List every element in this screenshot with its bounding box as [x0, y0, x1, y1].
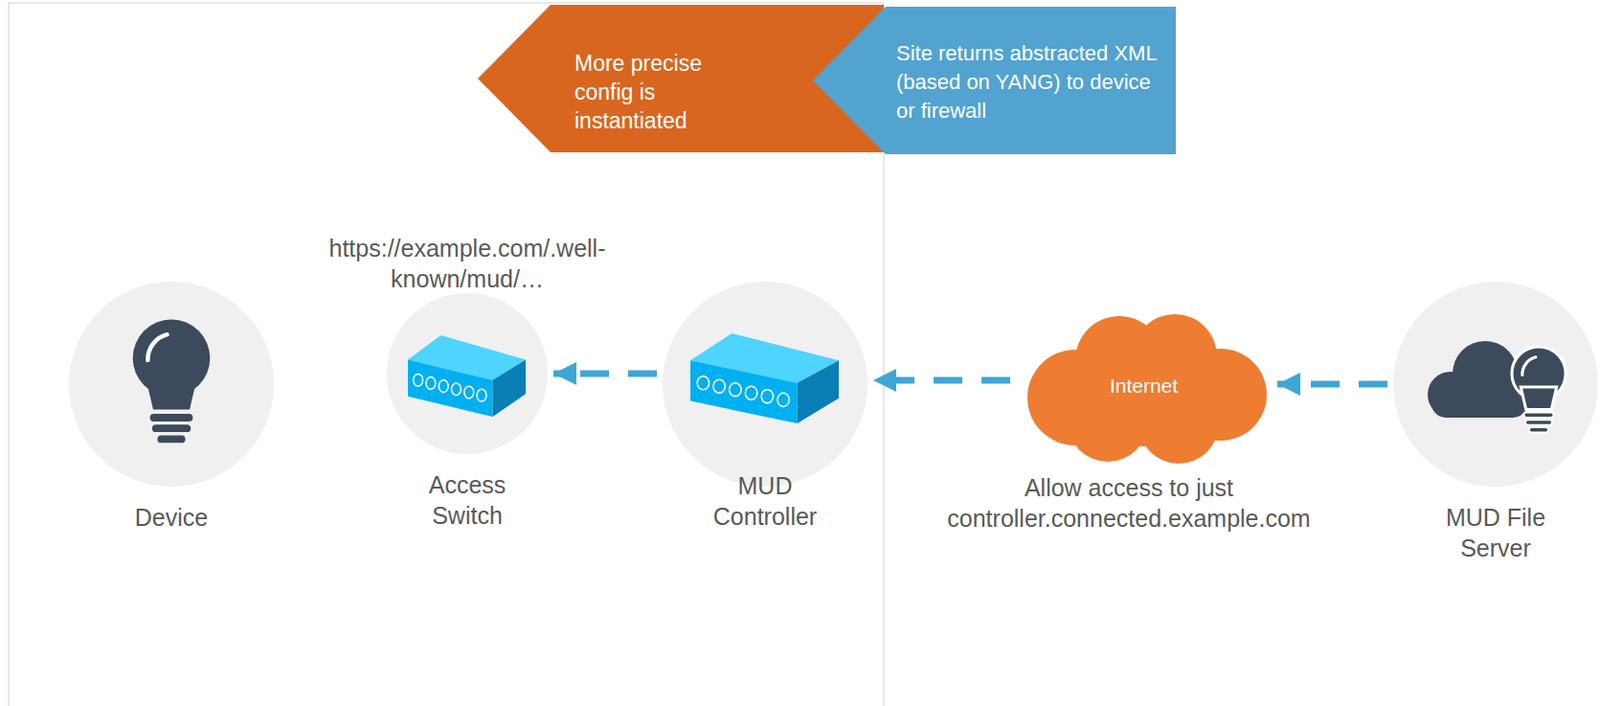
icon [690, 333, 839, 424]
icon [407, 335, 526, 417]
bulb-highlight [147, 334, 167, 361]
bulb-base-band [150, 413, 194, 422]
component-label: Access Switch [413, 469, 521, 531]
network-cloud: Internet [1015, 306, 1272, 465]
component-circle: MUD Controller [662, 281, 868, 532]
switch-port [744, 385, 757, 400]
server-cloud-base [1431, 388, 1528, 418]
switch-port [761, 389, 773, 404]
switch-port [713, 379, 725, 393]
switch-port [438, 380, 449, 393]
switch-port [777, 392, 789, 406]
circle-ground [386, 292, 548, 454]
bulb-base-band [1529, 427, 1549, 432]
switch-port [413, 373, 424, 386]
component-label: Device [75, 501, 268, 533]
circle-ground [1393, 281, 1599, 487]
bulb-neck [1520, 386, 1556, 409]
dashed-arrow [873, 377, 1011, 384]
bulb-highlight [1522, 357, 1536, 376]
cloud-label: Internet [1109, 373, 1178, 399]
dashed-arrow [553, 370, 657, 378]
icon [1427, 340, 1566, 433]
node-shape [386, 292, 548, 454]
banner-shape [812, 6, 1176, 155]
node-shape [1393, 281, 1599, 487]
component-label: MUD Controller [693, 470, 837, 532]
component-circle: MUD File Server [1393, 281, 1599, 564]
switch-front [407, 360, 494, 418]
component-circle: Access Switch [386, 292, 548, 531]
bulb-neck [145, 377, 198, 410]
bulb-neck-fill [145, 368, 198, 382]
switch-port [451, 383, 462, 396]
icon [133, 319, 211, 444]
circle-ground [662, 281, 868, 487]
bulb-base-band [1523, 412, 1554, 418]
note-label: Allow access to just controller.connecte… [903, 472, 1354, 534]
dashed-arrow [1277, 381, 1388, 388]
frame-border [8, 2, 884, 706]
banner-text: More precise config is instantiated [574, 48, 747, 136]
switch-port [464, 385, 474, 399]
bulb-base-band [157, 434, 185, 443]
bulb-base-band [152, 424, 191, 432]
circle-ground [68, 281, 274, 487]
cloud-part [1091, 338, 1199, 447]
switch-port [426, 377, 436, 390]
switch-port [729, 383, 742, 397]
node-shape [68, 281, 274, 487]
switch-side [797, 360, 839, 424]
switch-side [493, 360, 526, 418]
url-label: https://example.com/.well-known/mud/… [309, 232, 626, 294]
banner-arrow: Site returns abstracted XML (based on YA… [812, 6, 1176, 155]
switch-port [697, 376, 709, 390]
banner-text: Site returns abstracted XML (based on YA… [896, 39, 1157, 126]
switch-front [690, 360, 798, 424]
node-shape [662, 281, 868, 487]
switch-port [476, 388, 487, 402]
component-label: MUD File Server [1433, 501, 1558, 564]
component-circle: Device [68, 281, 274, 533]
bulb-base-band [1525, 419, 1553, 425]
